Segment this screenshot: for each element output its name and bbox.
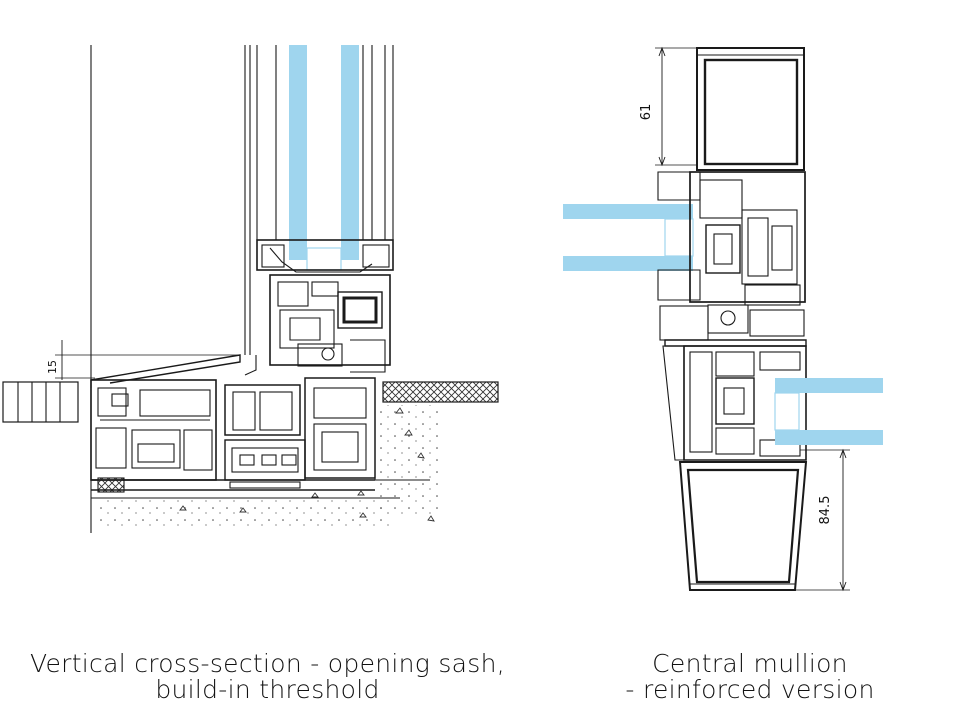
left-cross-section xyxy=(2,45,499,533)
glass-pane-left xyxy=(289,45,307,260)
upper-glass-top xyxy=(563,204,693,219)
caption-right-line1: Central mullion xyxy=(652,649,848,678)
lower-glass-top xyxy=(775,378,883,393)
caption-right-line2: - reinforced version xyxy=(625,675,875,704)
floor-finish-hatch xyxy=(382,381,499,403)
dimension-15: 15 xyxy=(46,360,59,374)
caption-right: Central mullion - reinforced version xyxy=(600,651,900,703)
dimension-84-5: 84.5 xyxy=(818,496,833,525)
mullion-cross-section xyxy=(563,46,883,592)
glass-pane-right xyxy=(341,45,359,260)
dimension-61: 61 xyxy=(639,104,654,121)
upper-glass-bottom xyxy=(563,256,693,271)
lower-glass-bottom xyxy=(775,430,883,445)
caption-left: Vertical cross-section - opening sash, b… xyxy=(0,651,535,703)
caption-left-line1: Vertical cross-section - opening sash, xyxy=(29,649,505,678)
caption-left-line2: build-in threshold xyxy=(155,675,380,704)
